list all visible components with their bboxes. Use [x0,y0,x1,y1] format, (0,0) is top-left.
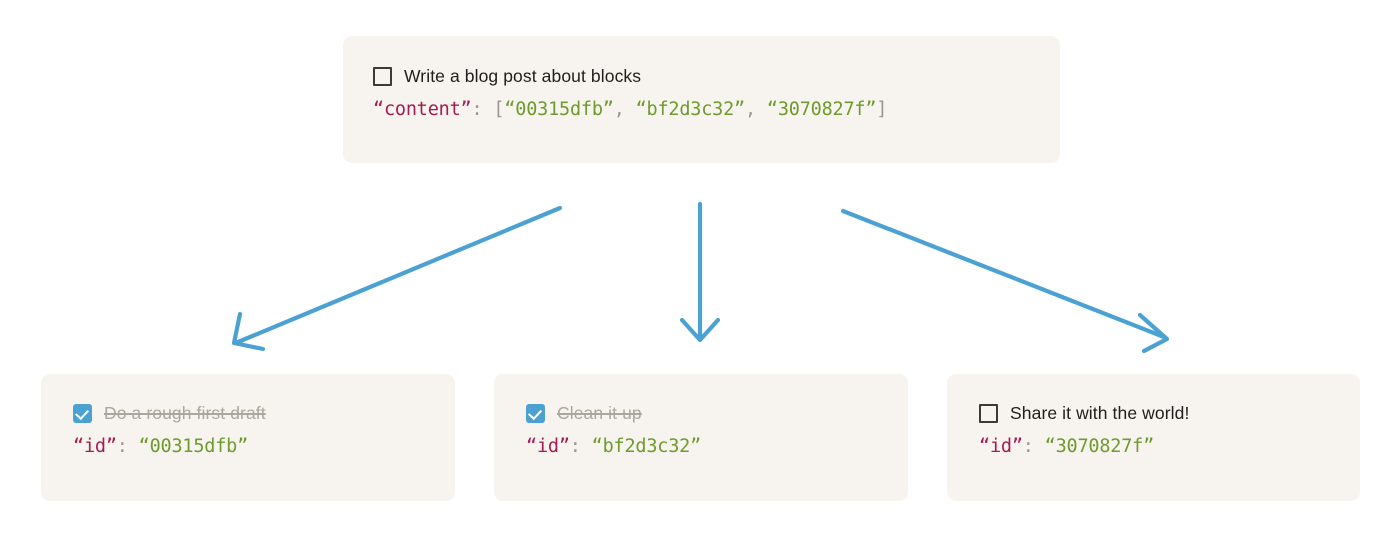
json-key: “id” [979,436,1023,457]
parent-json-line: “content”: [“00315dfb”, “bf2d3c32”, “307… [373,98,1030,121]
child-task-card[interactable]: Share it with the world! “id”: “3070827f… [947,374,1360,501]
json-value: “3070827f” [1044,436,1155,457]
child-json-line: “id”: “3070827f” [979,435,1328,458]
checkbox-empty-icon[interactable] [979,403,998,423]
child-task-label: Do a rough first draft [104,402,266,423]
json-value-1: “bf2d3c32” [635,99,746,120]
child-task-row[interactable]: Do a rough first draft [73,401,423,425]
json-key: “id” [73,436,117,457]
arrow-to-child-2 [679,201,721,343]
child-json-line: “id”: “bf2d3c32” [526,435,876,458]
json-open-bracket: [ [493,99,505,120]
json-value-2: “3070827f” [766,99,877,120]
parent-task-card[interactable]: Write a blog post about blocks “content”… [343,36,1060,163]
child-task-card[interactable]: Do a rough first draft “id”: “00315dfb” [41,374,455,501]
checkbox-checked-icon[interactable] [73,403,92,423]
json-value: “bf2d3c32” [591,436,702,457]
json-key: “content” [373,99,472,120]
checkbox-checked-icon[interactable] [526,403,545,423]
json-colon: : [569,436,581,457]
json-colon: : [471,99,483,120]
parent-task-row[interactable]: Write a blog post about blocks [373,64,1030,88]
json-separator-1: , [745,99,756,120]
json-separator-0: , [613,99,625,120]
child-task-row[interactable]: Share it with the world! [979,401,1328,425]
child-task-row[interactable]: Clean it up [526,401,876,425]
child-task-label: Clean it up [557,402,642,423]
arrow-to-child-1 [231,205,563,352]
child-task-label: Share it with the world! [1010,402,1190,423]
arrow-to-child-3 [840,208,1170,354]
json-value-0: “00315dfb” [504,99,614,120]
json-key: “id” [526,436,570,457]
json-close-bracket: ] [876,99,888,120]
json-value: “00315dfb” [138,436,249,457]
json-colon: : [1022,436,1034,457]
checkbox-empty-icon[interactable] [373,66,392,86]
child-json-line: “id”: “00315dfb” [73,435,423,458]
parent-task-label: Write a blog post about blocks [404,65,642,86]
child-task-card[interactable]: Clean it up “id”: “bf2d3c32” [494,374,908,501]
json-colon: : [116,436,128,457]
